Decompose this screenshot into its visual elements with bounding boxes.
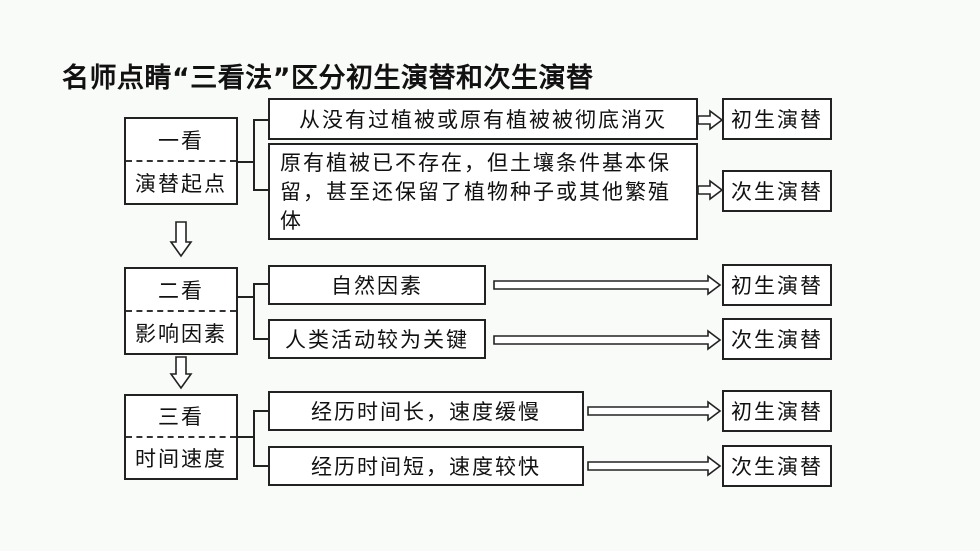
arrow-down-icon [169,356,193,390]
result-box: 初生演替 [722,98,832,140]
condition-text: 从没有过植被或原有植被被彻底消灭 [299,108,667,132]
condition-text: 原有植被已不存在，但土壤条件基本保留，甚至还保留了植物种子或其他繁殖体 [280,151,671,233]
result-text: 初生演替 [731,400,823,424]
arrow-right-icon [697,109,724,131]
result-text: 次生演替 [731,180,823,204]
condition-box: 经历时间长，速度缓慢 [268,391,584,431]
step3-header-box: 三看 时间速度 [124,394,238,480]
result-box: 初生演替 [722,264,832,306]
condition-text: 经历时间长，速度缓慢 [311,400,541,424]
result-box: 次生演替 [722,445,832,487]
condition-box: 原有植被已不存在，但土壤条件基本保留，甚至还保留了植物种子或其他繁殖体 [268,143,698,240]
result-text: 次生演替 [731,328,823,352]
condition-text: 人类活动较为关键 [285,328,469,352]
condition-box: 自然因素 [268,265,486,305]
step1-header-box: 一看 演替起点 [124,117,238,205]
condition-box: 经历时间短，速度较快 [268,446,584,486]
step2-criterion: 影响因素 [135,321,227,346]
step1-criterion: 演替起点 [135,171,227,196]
arrow-right-icon [493,329,722,351]
arrow-right-icon [697,179,724,201]
arrow-down-icon [169,221,193,258]
condition-text: 自然因素 [331,274,423,298]
step2-label: 二看 [126,269,236,312]
step1-label: 一看 [126,119,236,162]
result-text: 次生演替 [731,455,823,479]
result-text: 初生演替 [731,108,823,132]
condition-box: 从没有过植被或原有植被被彻底消灭 [268,98,698,140]
step2-header-box: 二看 影响因素 [124,267,238,355]
step3-criterion: 时间速度 [135,447,227,471]
arrow-right-icon [493,274,722,296]
result-box: 初生演替 [722,390,832,432]
arrow-right-icon [587,400,722,422]
step3-label: 三看 [126,396,236,438]
result-text: 初生演替 [731,274,823,298]
result-box: 次生演替 [722,318,832,360]
result-box: 次生演替 [722,170,832,212]
arrow-right-icon [587,455,722,477]
condition-text: 经历时间短，速度较快 [311,455,541,479]
page-title: 名师点睛“三看法”区分初生演替和次生演替 [62,63,594,94]
condition-box: 人类活动较为关键 [268,319,486,359]
